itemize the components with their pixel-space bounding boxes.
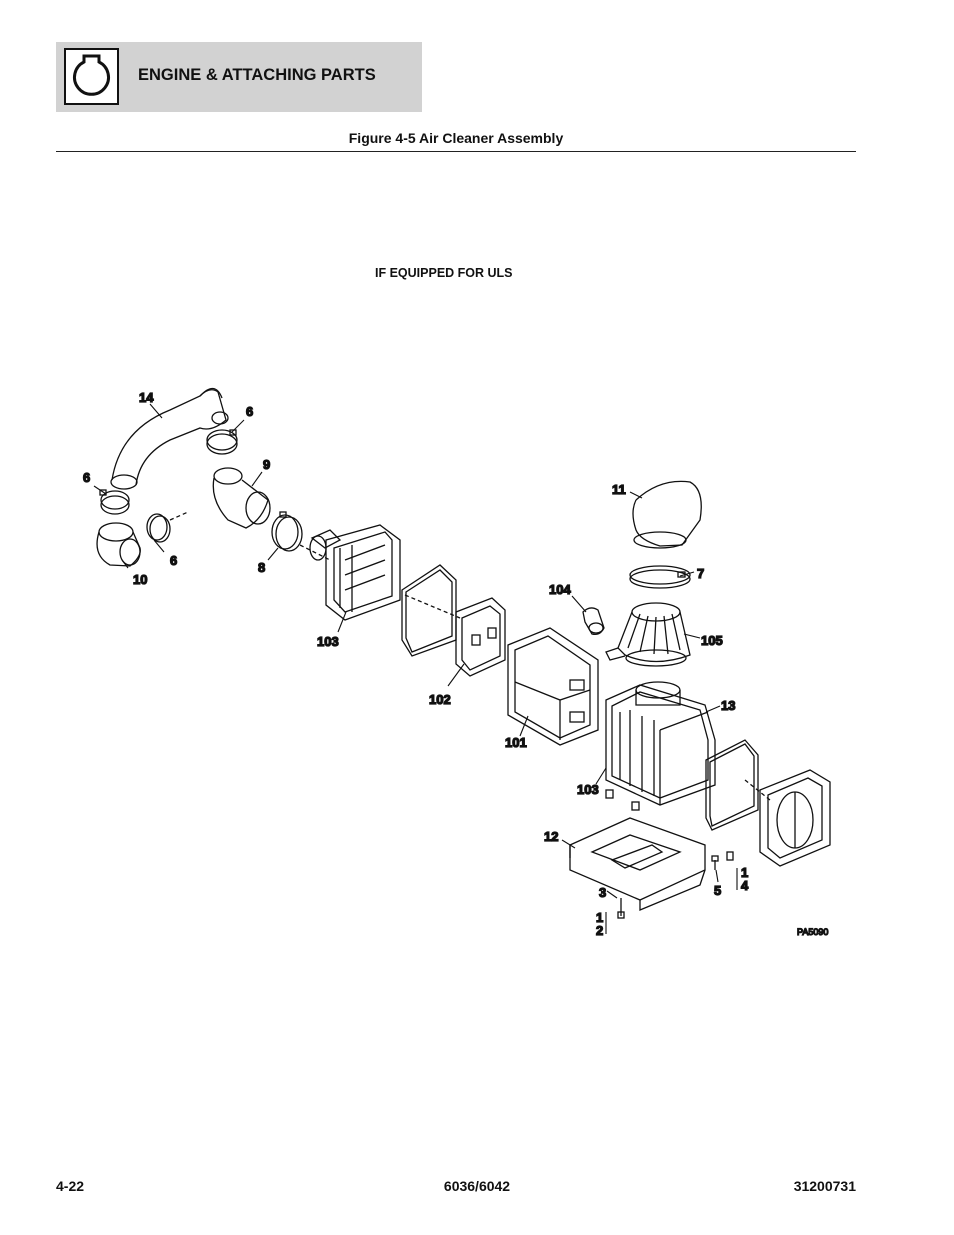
- gasket-right: [705, 739, 759, 831]
- callout-5: 5: [714, 883, 721, 898]
- hardware-bottom: [617, 851, 734, 919]
- figure-title: Figure 4-5 Air Cleaner Assembly: [348, 130, 564, 146]
- callout-104: 104: [549, 582, 571, 597]
- callout-103-left: 103: [317, 634, 339, 649]
- housing-cover-part-103: [309, 524, 401, 621]
- mounting-plate-part-12: [569, 817, 706, 911]
- callout-1-right: 1: [741, 865, 748, 880]
- callout-101: 101: [505, 735, 527, 750]
- header-divider: [56, 151, 856, 152]
- section-title: ENGINE & ATTACHING PARTS: [138, 66, 376, 84]
- callout-4: 4: [741, 878, 749, 893]
- main-housing-part-13: [605, 681, 716, 806]
- page-number: 4-22: [56, 1178, 85, 1194]
- figure-reference-code: PA5090: [797, 927, 828, 937]
- clamp-part-6-left: [99, 489, 130, 515]
- clamp-part-8: [271, 511, 303, 552]
- precleaner-part-105: [605, 602, 691, 667]
- callout-12: 12: [544, 829, 558, 844]
- callout-8: 8: [258, 560, 265, 575]
- safety-filter-part-102: [455, 597, 506, 677]
- elbow-part-9: [212, 467, 271, 529]
- section-header: ENGINE & ATTACHING PARTS: [56, 42, 422, 112]
- callout-6-upper: 6: [246, 404, 253, 419]
- callout-6-left: 6: [83, 470, 90, 485]
- figure-subtitle: IF EQUIPPED FOR ULS: [375, 266, 513, 280]
- callout-9: 9: [263, 457, 270, 472]
- leader-lines: [93, 403, 738, 934]
- manual-number: 31200731: [793, 1178, 856, 1194]
- bolts-bottom: [605, 789, 640, 811]
- callout-7: 7: [697, 566, 704, 581]
- callout-103-right: 103: [577, 782, 599, 797]
- callout-14: 14: [139, 390, 154, 405]
- vacuator-valve-part-104: [582, 607, 605, 636]
- callout-2: 2: [596, 923, 603, 938]
- engine-outline-icon: [64, 48, 119, 105]
- filter-element-part-101: [507, 627, 599, 746]
- callout-105: 105: [701, 633, 723, 648]
- gasket-left: [401, 564, 457, 657]
- model-number: 6036/6042: [443, 1178, 511, 1194]
- clamp-part-6-upper: [206, 429, 238, 455]
- callout-13: 13: [721, 698, 735, 713]
- hose-part-14: [110, 387, 229, 490]
- access-cover: [759, 769, 831, 867]
- callout-11: 11: [612, 482, 626, 497]
- callout-1-lower: 1: [596, 910, 603, 925]
- clamp-part-7: [629, 565, 691, 589]
- callout-102: 102: [429, 692, 451, 707]
- clamp-part-6-lower: [146, 513, 171, 543]
- callout-10: 10: [133, 572, 147, 587]
- elbow-part-11: [632, 480, 702, 549]
- callout-3: 3: [599, 885, 606, 900]
- callout-6-lower: 6: [170, 553, 177, 568]
- elbow-part-10: [96, 522, 141, 567]
